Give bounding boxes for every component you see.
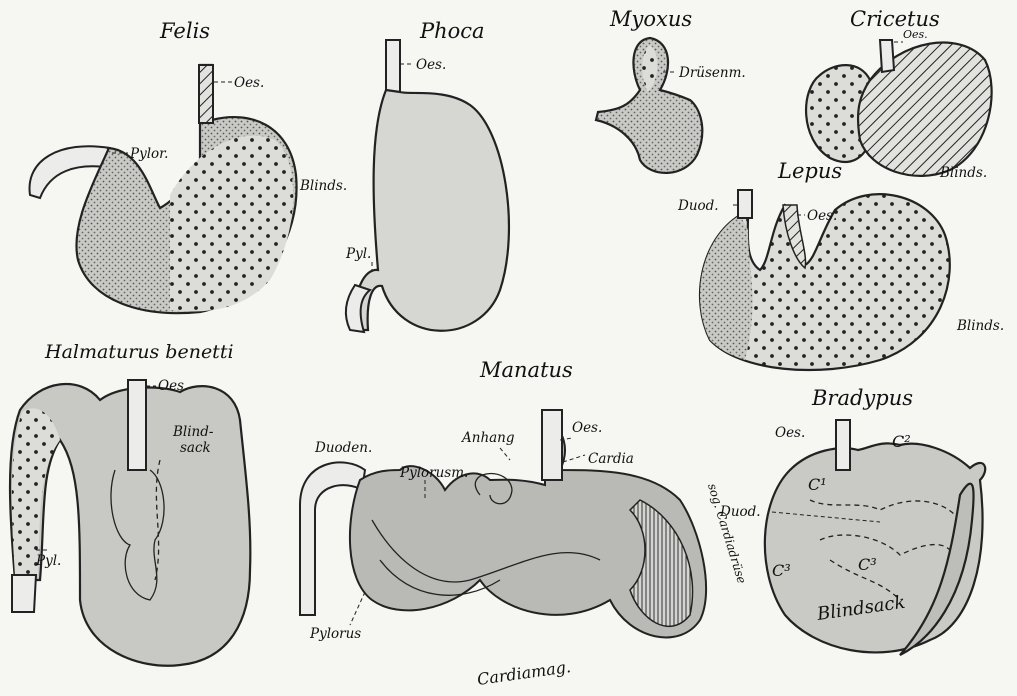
manatus-pylorus-leader	[350, 592, 365, 625]
lepus-duodenum	[738, 190, 752, 218]
halmaturus-duodenum	[12, 575, 36, 612]
phoca-pyl-label: Pyl.	[345, 246, 371, 262]
phoca-figure: Phoca Oes. Pyl.	[345, 19, 509, 332]
bradypus-c3a-label: C³	[772, 561, 791, 580]
lepus-duod-label: Duod.	[677, 198, 719, 214]
felis-fundus	[170, 136, 293, 312]
felis-oes-label: Oes.	[234, 75, 264, 91]
myoxus-figure: Myoxus Drüsenm.	[596, 7, 746, 173]
felis-blinds-label: Blinds.	[299, 178, 347, 194]
bradypus-figure: Bradypus Oes. C² C¹ Duod. C³ C³ Blindsac…	[719, 386, 985, 655]
bradypus-oes-label: Oes.	[775, 425, 805, 441]
felis-pylor-label: Pylor.	[129, 146, 168, 162]
bradypus-c1-label: C¹	[808, 475, 827, 494]
cricetus-figure: Cricetus Oes. Blinds.	[806, 7, 992, 181]
manatus-duoden-label: Duoden.	[314, 440, 372, 456]
manatus-oes-label: Oes.	[572, 420, 602, 436]
cricetus-oes-label: Oes.	[903, 28, 928, 41]
lepus-blinds-label: Blinds.	[956, 318, 1004, 334]
myoxus-title: Myoxus	[609, 7, 692, 31]
manatus-anhang-leader	[500, 448, 510, 460]
phoca-stomach	[355, 90, 509, 331]
halmaturus-figure: Halmaturus benetti Oes. Blind- sack Pyl.	[10, 341, 250, 666]
halmaturus-pyl-label: Pyl.	[35, 553, 61, 569]
halmaturus-title: Halmaturus benetti	[44, 341, 234, 363]
manatus-oesophagus	[542, 410, 562, 480]
cricetus-blinds-label: Blinds.	[939, 165, 987, 181]
manatus-pylorusm-label: Pylorusm.	[399, 465, 468, 481]
lepus-figure: Lepus Duod. Oes. Blinds.	[677, 159, 1004, 370]
phoca-oes-label: Oes.	[416, 57, 446, 73]
cricetus-oesophagus	[880, 40, 894, 72]
phoca-title: Phoca	[419, 19, 485, 43]
bradypus-title: Bradypus	[811, 386, 913, 410]
felis-oesophagus	[199, 65, 213, 123]
felis-figure: Felis Oes. Pylor. Blinds.	[30, 19, 348, 313]
phoca-oesophagus	[386, 40, 400, 95]
manatus-pylorus-label: Pylorus	[309, 626, 361, 642]
bradypus-c3b-label: C³	[858, 555, 877, 574]
manatus-cardia-label: Cardia	[588, 451, 634, 467]
manatus-cardiamag-label: Cardiamag.	[476, 657, 572, 689]
cricetus-glandstomach	[858, 43, 992, 176]
bradypus-c2-label: C²	[892, 432, 911, 451]
halmaturus-pyloric-region	[12, 408, 60, 575]
halmaturus-blind-label: Blind-	[172, 424, 214, 440]
bradypus-duod-label: Duod.	[719, 504, 761, 520]
lepus-oes-label: Oes.	[807, 208, 837, 224]
myoxus-druesenm-label: Drüsenm.	[678, 65, 746, 81]
halmaturus-oesophagus	[128, 380, 146, 470]
manatus-title: Manatus	[479, 358, 573, 382]
felis-title: Felis	[159, 19, 210, 43]
manatus-anhang-label: Anhang	[460, 430, 515, 446]
manatus-figure: Manatus Oes. Anhang Cardia Duoden. Pylor…	[300, 358, 749, 689]
manatus-cardia-leader	[563, 455, 585, 462]
lepus-title: Lepus	[777, 159, 842, 183]
bradypus-oesophagus	[836, 420, 850, 470]
halmaturus-oes-label: Oes.	[158, 378, 188, 394]
manatus-cardiadruese-label: sog. Cardiadrüse	[705, 482, 749, 585]
lepus-pylorus-region	[700, 215, 753, 360]
halmaturus-sack-label: sack	[180, 440, 211, 456]
